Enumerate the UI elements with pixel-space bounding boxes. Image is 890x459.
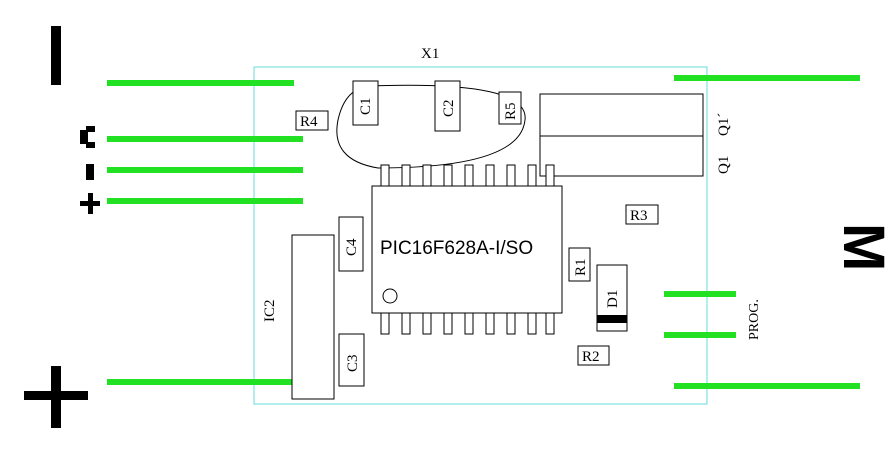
- main-ic-pins-top: [380, 164, 555, 187]
- c3-label: C3: [345, 354, 361, 372]
- crystal-label: X1: [421, 46, 439, 62]
- d1-cathode-band: [597, 315, 627, 323]
- r2-component: [577, 345, 610, 366]
- main-ic-body: [371, 185, 563, 314]
- q1-prime-label: Q1´: [716, 113, 732, 136]
- main-ic-pins-bottom: [380, 312, 555, 335]
- plus-sign-small-v: [88, 193, 93, 214]
- input-bar-symbol: [51, 26, 61, 85]
- r4-component: [295, 110, 329, 131]
- q1-component: [539, 93, 704, 177]
- main-ic-pin1-marker: [382, 288, 398, 304]
- ic2-label: IC2: [262, 300, 278, 323]
- r5-component: [498, 91, 522, 125]
- r3-component: [625, 204, 659, 225]
- prog-label: PROG.: [747, 299, 762, 340]
- plus-sign-large-v: [51, 366, 61, 428]
- wire-leads: [107, 75, 860, 389]
- main-ic-label: PIC16F628A-I/SO: [380, 238, 533, 259]
- board-outline: [253, 66, 708, 405]
- c4-label: C4: [344, 238, 360, 256]
- r1-component: [568, 247, 591, 282]
- r4-label: R4: [300, 114, 318, 130]
- c1-label: C1: [358, 97, 374, 115]
- d1-label: D1: [605, 290, 621, 308]
- r5-label: R5: [503, 102, 519, 120]
- q1-label: Q1: [716, 156, 732, 174]
- crystal-outline: [336, 84, 526, 169]
- minus-sign: [86, 164, 94, 180]
- r3-label: R3: [630, 208, 648, 224]
- motor-label: M: [831, 223, 890, 271]
- left-symbols: [24, 26, 100, 428]
- c2-label: C2: [441, 99, 457, 117]
- ic2-component: [291, 234, 335, 400]
- c1-component: [352, 80, 379, 126]
- c2-component: [434, 80, 461, 132]
- pulse-symbol: [80, 126, 95, 148]
- c3-component: [338, 333, 365, 387]
- r2-label: R2: [582, 349, 600, 365]
- c4-component: [338, 216, 364, 272]
- r1-label: R1: [573, 258, 589, 276]
